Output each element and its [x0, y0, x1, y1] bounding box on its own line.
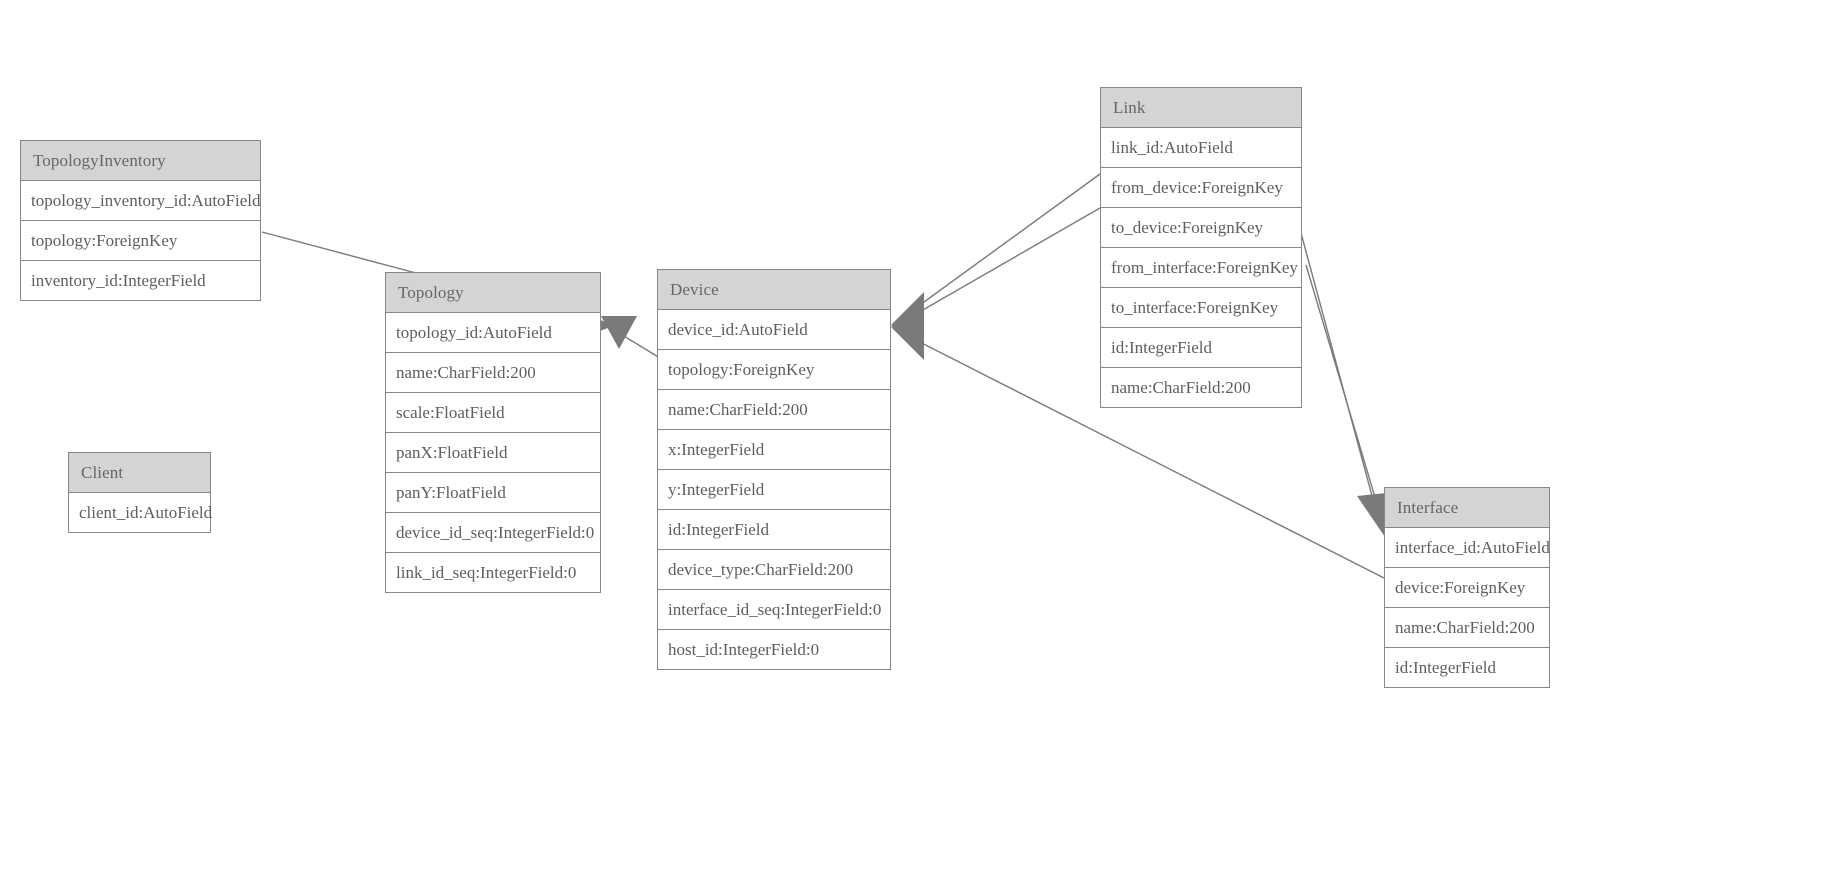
- relationship-link-to-interface: [1305, 264, 1386, 532]
- entity-field: device:ForeignKey: [1385, 568, 1549, 608]
- entity-field: inventory_id:IntegerField: [21, 261, 260, 300]
- entity-field: from_device:ForeignKey: [1101, 168, 1301, 208]
- entity-field: id:IntegerField: [658, 510, 890, 550]
- entity-field: link_id_seq:IntegerField:0: [386, 553, 600, 592]
- entity-field: host_id:IntegerField:0: [658, 630, 890, 669]
- entity-title-link: Link: [1101, 88, 1301, 128]
- entity-field: panY:FloatField: [386, 473, 600, 513]
- entity-title-topology_inventory: TopologyInventory: [21, 141, 260, 181]
- entity-title-topology: Topology: [386, 273, 600, 313]
- entity-field: id:IntegerField: [1101, 328, 1301, 368]
- entity-field: link_id:AutoField: [1101, 128, 1301, 168]
- entity-field: name:CharField:200: [1385, 608, 1549, 648]
- relationship-link-from-interface: [1300, 232, 1382, 530]
- entity-field: client_id:AutoField: [69, 493, 212, 532]
- entity-field: interface_id_seq:IntegerField:0: [658, 590, 890, 630]
- device-incoming-arrowheads: [891, 292, 924, 360]
- relationship-link-from-device: [901, 173, 1101, 319]
- entity-field: topology:ForeignKey: [658, 350, 890, 390]
- entity-field: name:CharField:200: [1101, 368, 1301, 407]
- entity-field: topology:ForeignKey: [21, 221, 260, 261]
- entity-field: id:IntegerField: [1385, 648, 1549, 687]
- entity-field: device_id_seq:IntegerField:0: [386, 513, 600, 553]
- entity-field: to_interface:ForeignKey: [1101, 288, 1301, 328]
- entity-field: x:IntegerField: [658, 430, 890, 470]
- entity-field: panX:FloatField: [386, 433, 600, 473]
- entity-field: topology_id:AutoField: [386, 313, 600, 353]
- entity-title-device: Device: [658, 270, 890, 310]
- entity-field: y:IntegerField: [658, 470, 890, 510]
- entity-field: device_type:CharField:200: [658, 550, 890, 590]
- entity-field: name:CharField:200: [658, 390, 890, 430]
- entity-field: to_device:ForeignKey: [1101, 208, 1301, 248]
- entity-field: interface_id:AutoField: [1385, 528, 1550, 568]
- entity-field: topology_inventory_id:AutoField: [21, 181, 261, 221]
- entity-title-interface: Interface: [1385, 488, 1549, 528]
- entity-field: scale:FloatField: [386, 393, 600, 433]
- entity-field: name:CharField:200: [386, 353, 600, 393]
- entity-field: device_id:AutoField: [658, 310, 890, 350]
- relationship-device-topology: [601, 316, 661, 359]
- relationship-link-to-device: [901, 207, 1101, 323]
- entity-field: from_interface:ForeignKey: [1101, 248, 1301, 288]
- entity-title-client: Client: [69, 453, 210, 493]
